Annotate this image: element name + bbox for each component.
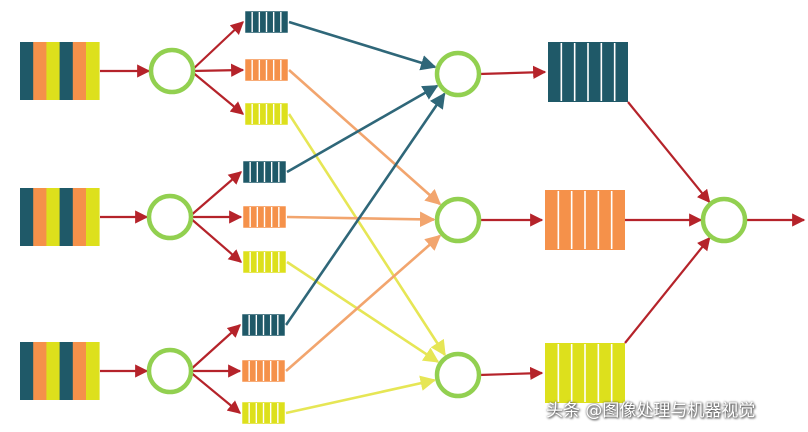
input-stripe xyxy=(20,42,34,100)
input-stripe xyxy=(46,188,60,246)
cross-connection-line xyxy=(288,20,437,71)
cross-connection-line xyxy=(285,375,437,415)
input-node xyxy=(146,347,194,395)
arrow-pooled-to-output xyxy=(624,236,711,344)
cross-connections xyxy=(284,20,446,415)
cross-connection-line xyxy=(286,260,440,363)
nodes xyxy=(146,47,748,399)
input-stripe xyxy=(46,42,60,100)
input-stripe xyxy=(59,342,74,400)
input-stripe xyxy=(20,188,34,246)
input-stripe xyxy=(86,42,100,100)
feature-map-orange xyxy=(242,205,287,229)
arrow-node-to-feature xyxy=(190,63,245,77)
blocks xyxy=(20,10,628,425)
feature-map-teal xyxy=(241,313,286,337)
feature-map-yellow xyxy=(241,401,286,425)
output-node xyxy=(700,196,748,244)
watermark-text: 头条 @图像处理与机器视觉 xyxy=(546,401,756,421)
cross-connection-line xyxy=(284,92,446,326)
arrow-pooled-to-output xyxy=(627,101,711,204)
input-stripe xyxy=(59,188,74,246)
input-stripe xyxy=(72,342,87,400)
hidden-node xyxy=(434,351,482,399)
hidden-node xyxy=(434,196,482,244)
input-stripe xyxy=(33,42,47,100)
cross-connection-line xyxy=(285,234,442,372)
input-stripe xyxy=(72,188,87,246)
input-stripe xyxy=(86,188,100,246)
pooled-block-orange xyxy=(545,190,625,250)
pooled-block-yellow xyxy=(545,343,625,403)
arrow-node-to-pooled xyxy=(478,366,544,380)
arrow-node-to-feature xyxy=(188,171,242,218)
arrow-node-to-feature xyxy=(190,21,244,72)
input-stripe xyxy=(59,42,74,100)
input-block-3 xyxy=(20,342,100,400)
input-stripe xyxy=(20,342,34,400)
arrow-node-to-feature xyxy=(188,370,242,414)
arrow-node-to-pooled xyxy=(478,65,547,79)
feature-map-teal xyxy=(242,160,287,184)
red-arrows xyxy=(100,21,806,414)
hidden-node xyxy=(434,50,482,98)
input-node xyxy=(146,193,194,241)
pooled-block-teal xyxy=(548,42,628,102)
input-stripe xyxy=(33,188,47,246)
input-node xyxy=(148,47,196,95)
input-block-1 xyxy=(20,42,100,100)
arrow-node-to-feature xyxy=(188,216,242,263)
input-stripe xyxy=(33,342,47,400)
input-stripe xyxy=(72,42,87,100)
arrow-node-to-feature xyxy=(188,324,241,372)
cross-connection-line xyxy=(286,84,439,174)
feature-map-yellow xyxy=(244,102,289,126)
cross-connection-line xyxy=(288,69,442,206)
arrow-node-to-feature xyxy=(190,70,245,115)
feature-map-yellow xyxy=(242,250,287,274)
input-stripe xyxy=(46,342,60,400)
input-stripe xyxy=(86,342,100,400)
input-block-2 xyxy=(20,188,100,246)
cross-connection-line xyxy=(287,113,446,357)
feature-map-orange xyxy=(244,58,289,82)
feature-map-orange xyxy=(241,359,286,383)
feature-map-teal xyxy=(244,10,289,34)
